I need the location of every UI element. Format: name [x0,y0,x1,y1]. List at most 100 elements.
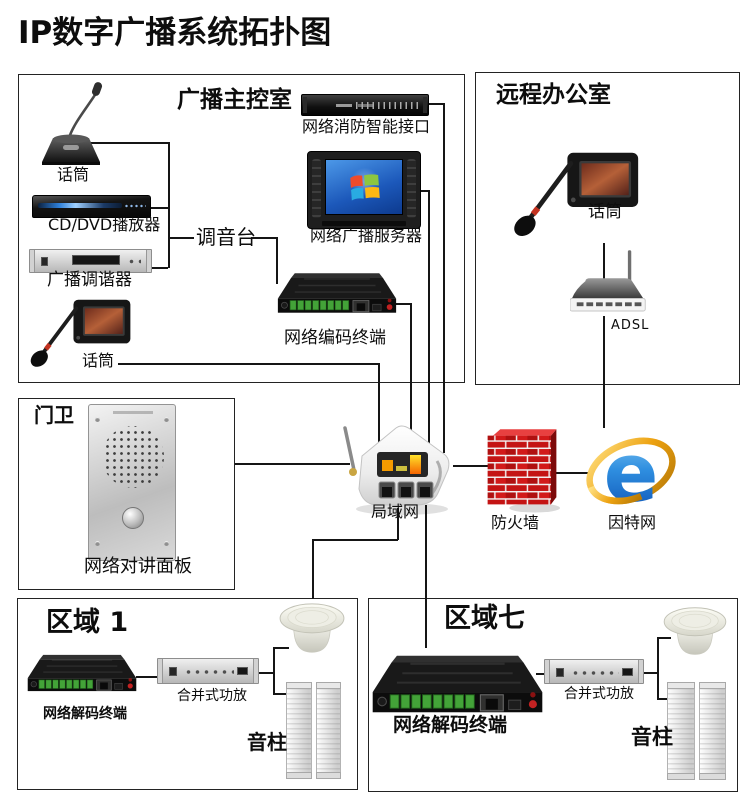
column-label: 音柱 [247,730,287,754]
dvd-display-stripe [38,203,122,208]
zone7-box [368,598,738,792]
mic-label: 话筒 [57,165,90,184]
connector [276,237,278,284]
connector [425,505,427,648]
paging-mic-icon [514,152,639,237]
decoder-label: 网络解码终端 [393,714,508,736]
decoder-label: 网络解码终端 [43,706,127,722]
connector [453,465,490,467]
adsl-label: ADSL [611,318,650,333]
zone7-title: 区域七 [444,603,525,634]
control-room-title: 广播主控室 [177,87,292,113]
power-button [169,667,177,676]
screw [164,417,169,422]
connector [150,207,168,209]
sound-column-icon [699,682,726,780]
ceiling-speaker-icon [279,603,345,653]
firewall-label: 防火墙 [491,513,540,532]
lan-router-icon [343,425,450,515]
encoder-label: 网络编码终端 [284,328,386,348]
tuner-display [72,255,120,265]
amp-label: 合并式功放 [564,686,634,702]
dvd-buttons [124,203,146,209]
knob-row [184,668,234,676]
indicator-dash [336,104,352,107]
connector [235,463,350,465]
amplifier-icon [157,658,259,684]
connector [312,539,314,599]
rack-ear [158,659,163,683]
connector [88,142,168,144]
internet-label: 因特网 [608,513,657,532]
lan-label: 局域网 [371,502,420,521]
tuner-label: 广播调谐器 [47,270,132,290]
gate-box [18,398,235,590]
connector [657,637,659,699]
connector [420,190,429,192]
column-label: 音柱 [631,725,673,749]
mic-label: 话筒 [82,351,115,370]
connector [428,103,444,105]
connector [657,637,671,639]
mixer-label: 调音台 [196,225,256,249]
zone1-title: 区域 1 [46,607,129,638]
connector [118,363,379,365]
connector [603,243,605,279]
gate-title: 门卫 [34,403,74,427]
power-button [556,668,564,677]
server-label: 网络广播服务器 [310,226,423,245]
connector [443,103,445,453]
knob-row [571,669,619,677]
rack-ear [146,250,151,272]
amp-display [237,667,248,675]
knob-row [127,258,141,265]
sound-column-icon [286,682,312,779]
connector [603,316,605,428]
remote-office-title: 远程办公室 [496,82,611,108]
ceiling-speaker-icon [663,607,727,655]
cd-dvd-player-icon [32,195,151,218]
rack-ear [253,659,258,683]
zone1-box [17,598,358,790]
connector [273,647,275,694]
connector [552,472,588,474]
rack-slot [407,159,416,218]
amp-label: 合并式功放 [177,688,247,704]
server-screen [325,159,403,215]
decoder-terminal-icon [27,654,137,692]
connector [397,508,399,540]
connector [168,142,170,268]
amplifier-icon [544,659,644,684]
indicator-ticks [356,102,418,109]
connector [396,303,411,305]
rack-ear [30,250,35,272]
connector [136,676,158,678]
rack-ear [303,97,307,113]
panel-brand [113,411,153,414]
fire-interface-label: 网络消防智能接口 [302,117,431,136]
connector [410,303,412,453]
firewall-icon [487,429,560,513]
cd-dvd-label: CD/DVD播放器 [48,215,161,234]
windows-logo-icon [350,174,380,201]
screw [95,417,100,422]
connector [150,267,168,269]
connector [378,363,380,453]
amp-display [622,668,633,676]
power-button [41,257,48,266]
connector [428,190,430,453]
broadcast-server-icon [307,151,421,229]
adsl-modem-icon [570,250,646,312]
connector [312,539,398,541]
connector [168,237,194,239]
rack-ear [545,660,550,683]
paging-mic-icon [30,299,131,367]
sound-column-icon [667,682,695,780]
screw [95,541,100,546]
intercom-label: 网络对讲面板 [84,556,192,577]
connector [273,647,289,649]
decoder-terminal-icon [372,655,543,713]
tuner-icon [29,249,152,273]
server-base [322,221,406,226]
